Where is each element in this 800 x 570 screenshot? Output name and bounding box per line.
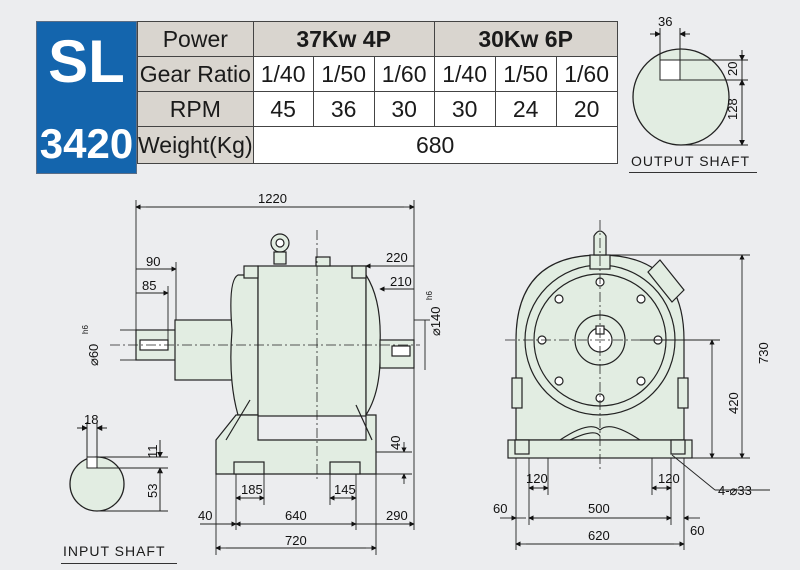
model-number: 3420 bbox=[39, 120, 134, 167]
power-group-6p: 30Kw 6P bbox=[433, 21, 618, 57]
dim-40-horizontal: 40 bbox=[198, 508, 212, 523]
output-shaft-view bbox=[632, 28, 748, 146]
dim-mounting-holes: 4-⌀33 bbox=[718, 483, 752, 498]
output-caption-underline bbox=[629, 172, 757, 173]
dim-500: 500 bbox=[588, 501, 610, 516]
dim-640: 640 bbox=[285, 508, 307, 523]
dim-290: 290 bbox=[386, 508, 408, 523]
rpm-cell: 20 bbox=[555, 91, 618, 127]
dim-out-key-width: 36 bbox=[658, 14, 672, 29]
dim-total-length: 1220 bbox=[258, 191, 287, 206]
input-shaft-view bbox=[69, 422, 168, 512]
dim-in-height: 53 bbox=[145, 484, 160, 498]
side-view-dimensions bbox=[120, 200, 430, 555]
label-weight: Weight(Kg) bbox=[137, 126, 254, 164]
front-view-dimensions bbox=[500, 254, 770, 550]
input-shaft-caption: INPUT SHAFT bbox=[63, 543, 166, 559]
ratio-cell: 1/60 bbox=[555, 56, 618, 92]
dim-120-right: 120 bbox=[658, 471, 680, 486]
dim-60-right: 60 bbox=[690, 523, 704, 538]
output-shaft-caption: OUTPUT SHAFT bbox=[631, 153, 751, 169]
dim-620: 620 bbox=[588, 528, 610, 543]
dim-in-key-width: 18 bbox=[84, 412, 98, 427]
dim-220: 220 bbox=[386, 250, 408, 265]
dim-output-shaft-tol: h6 bbox=[425, 291, 434, 300]
dim-height-730: 730 bbox=[756, 342, 771, 364]
model-series: SL bbox=[48, 28, 125, 95]
dim-85: 85 bbox=[142, 278, 156, 293]
dim-input-shaft-tol: h6 bbox=[81, 325, 90, 334]
model-badge: SL 3420 bbox=[36, 21, 137, 174]
side-view bbox=[110, 230, 420, 480]
dim-out-height: 128 bbox=[725, 98, 740, 120]
rpm-cell: 45 bbox=[252, 91, 314, 127]
label-gear-ratio: Gear Ratio bbox=[137, 56, 254, 92]
dim-120-left: 120 bbox=[526, 471, 548, 486]
dim-720: 720 bbox=[285, 533, 307, 548]
ratio-cell: 1/40 bbox=[433, 56, 496, 92]
ratio-cell: 1/60 bbox=[373, 56, 435, 92]
ratio-cell: 1/50 bbox=[494, 56, 557, 92]
dim-90: 90 bbox=[146, 254, 160, 269]
ratio-cell: 1/40 bbox=[252, 56, 314, 92]
rpm-cell: 30 bbox=[433, 91, 496, 127]
dim-out-key-depth: 20 bbox=[725, 62, 740, 76]
front-view bbox=[505, 220, 700, 470]
dim-60-left: 60 bbox=[493, 501, 507, 516]
spec-table: Power 37Kw 4P 30Kw 6P Gear Ratio 1/40 1/… bbox=[137, 21, 618, 164]
dim-in-key-depth: 11 bbox=[145, 445, 160, 459]
dim-input-shaft-dia: ⌀60 bbox=[86, 344, 101, 366]
weight-cell: 680 bbox=[252, 126, 618, 164]
dim-40-vertical: 40 bbox=[388, 436, 403, 450]
dim-210: 210 bbox=[390, 274, 412, 289]
ratio-cell: 1/50 bbox=[312, 56, 375, 92]
input-caption-underline bbox=[61, 563, 177, 564]
label-rpm: RPM bbox=[137, 91, 254, 127]
dim-185: 185 bbox=[241, 482, 263, 497]
dim-output-shaft-dia: ⌀140 bbox=[428, 306, 443, 336]
dim-height-420: 420 bbox=[726, 392, 741, 414]
dim-145: 145 bbox=[334, 482, 356, 497]
